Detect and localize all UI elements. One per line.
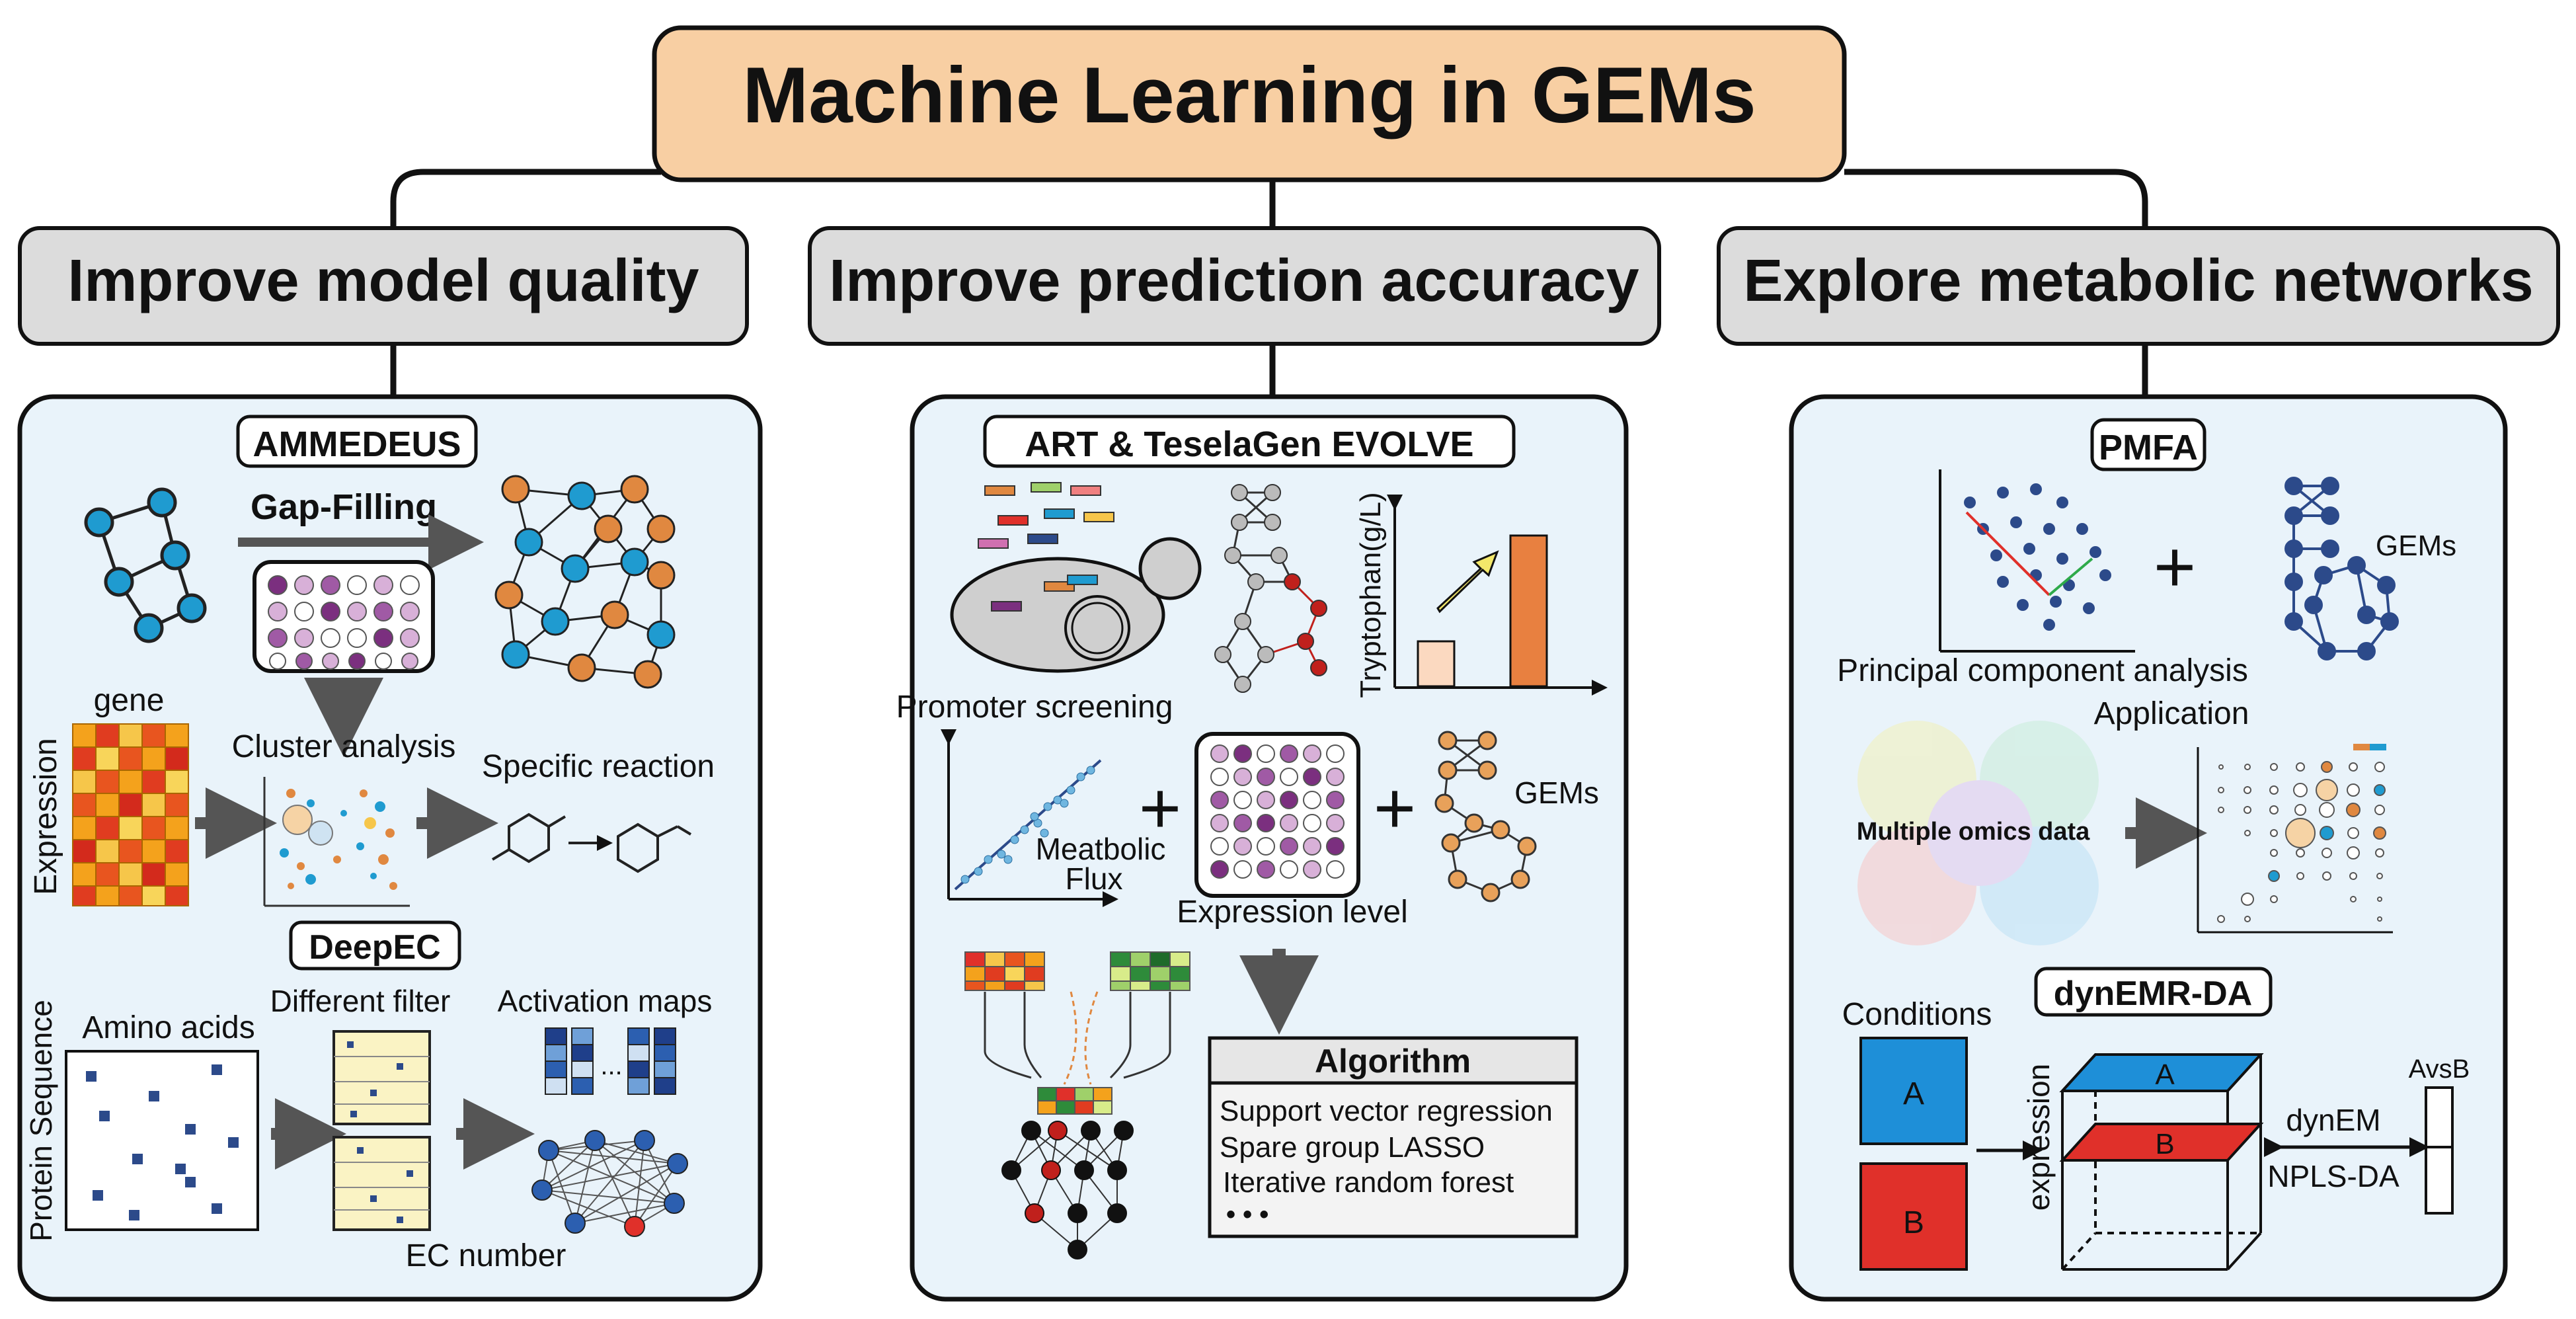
algorithm-item-1: Support vector regression (1220, 1095, 1553, 1127)
activation-maps (545, 1027, 676, 1095)
pmfa-text: PMFA (2099, 428, 2198, 467)
activation-ellipsis: ... (600, 1051, 622, 1080)
dynemr-label: dynEMR-DA (2034, 967, 2273, 1017)
avsb-label: AvsB (2409, 1055, 2470, 1084)
gems-label-3: GEMs (2376, 530, 2456, 562)
ammedeus-text: AMMEDEUS (253, 424, 461, 464)
expression-level-label: Expression level (1177, 895, 1408, 930)
correlation-matrix (2197, 744, 2393, 934)
cluster-plot (263, 777, 410, 907)
pathway-nodes (1214, 484, 1327, 693)
activation-maps-label: Activation maps (498, 984, 713, 1018)
expression-axis-label-3: expression (2021, 1064, 2056, 1211)
pca-label: Principal component analysis (1837, 653, 2248, 688)
neural-net-2-nodes (1001, 1121, 1134, 1259)
heading-text-3: Explore metabolic networks (1743, 248, 2533, 314)
cube-layer-a-text: A (2155, 1059, 2175, 1091)
condition-a-text: A (1903, 1076, 1924, 1111)
gene-label: gene (94, 683, 165, 718)
application-label: Application (2094, 696, 2249, 731)
cube-layer-b-text: B (2155, 1128, 2174, 1160)
nplsda-label: NPLS-DA (2267, 1159, 2400, 1193)
neural-net-1-nodes (531, 1130, 688, 1237)
page-title: Machine Learning in GEMs (742, 51, 1756, 140)
well-plate-2 (1194, 732, 1360, 898)
gem-network-blue (2284, 477, 2399, 660)
dashed-merge (1063, 991, 1099, 1085)
gem-network-orange (1434, 731, 1537, 902)
gap-filled-network (494, 475, 676, 689)
omics-venn (1857, 721, 2099, 945)
heading-text-1: Improve model quality (67, 248, 699, 314)
dynem-label: dynEM (2286, 1103, 2380, 1137)
art-text: ART & TeselaGen EVOLVE (1025, 424, 1473, 464)
small-network (84, 487, 207, 643)
tryptophan-chart (1387, 495, 1608, 696)
meatbolic-label: Meatbolic (1036, 832, 1166, 866)
branch-heading-2: Improve prediction accuracy (808, 226, 1661, 346)
algorithm-item-2: Spare group LASSO (1220, 1131, 1485, 1164)
promoter-screening-label: Promoter screening (896, 690, 1173, 725)
flux-scatter (941, 729, 1118, 907)
filter-boxes (332, 1030, 431, 1231)
input-connectors (984, 992, 1171, 1079)
branch-heading-1: Improve model quality (18, 226, 749, 346)
algorithm-item-3: Iterative random forest (1223, 1166, 1514, 1199)
well-plate-1 (253, 560, 435, 673)
tree-connectors (390, 169, 2148, 397)
ammedeus-label: AMMEDEUS (236, 415, 478, 468)
input-heatmaps (964, 951, 1190, 991)
art-label: ART & TeselaGen EVOLVE (983, 415, 1516, 468)
cluster-analysis-label: Cluster analysis (232, 729, 456, 764)
heading-text-2: Improve prediction accuracy (829, 248, 1639, 314)
algorithm-title: Algorithm (1315, 1043, 1471, 1080)
merged-heatmap (1037, 1087, 1112, 1115)
tryptophan-axis-label: Tryptophan(g/L) (1354, 492, 1387, 698)
branch-heading-3: Explore metabolic networks (1717, 226, 2560, 346)
reaction-molecules (491, 813, 692, 873)
protein-sequence-label: Protein Sequence (24, 1000, 58, 1242)
algorithm-box: Algorithm Support vector regression Spar… (1208, 1036, 1579, 1238)
deepec-label: DeepEC (289, 920, 461, 971)
dynemr-text: dynEMR-DA (2054, 975, 2252, 1013)
condition-b-text: B (1903, 1205, 1924, 1240)
amino-acid-matrix (65, 1050, 259, 1231)
different-filter-label: Different filter (270, 984, 451, 1018)
plus-sign-3: + (2154, 526, 2196, 608)
conditions-label: Conditions (1842, 997, 1992, 1032)
expression-heatmap (72, 723, 189, 906)
omics-label: Multiple omics data (1857, 818, 2090, 846)
deepec-text: DeepEC (309, 928, 440, 967)
expression-axis-label: Expression (28, 738, 63, 895)
yeast-cell (950, 537, 1202, 673)
pca-scatter (1939, 469, 2135, 653)
specific-reaction-label: Specific reaction (482, 749, 715, 784)
avsb-bar (2425, 1086, 2454, 1215)
promoter-fragments (978, 482, 1114, 612)
plus-sign-1: + (1139, 768, 1181, 849)
cube-layer-b (2059, 1123, 2264, 1162)
condition-b-square: B (1859, 1162, 1968, 1271)
gems-label-2: GEMs (1514, 776, 1599, 810)
gap-filling-label: Gap-Filling (251, 487, 437, 527)
pmfa-label: PMFA (2090, 418, 2206, 471)
algorithm-item-4: • • • (1226, 1200, 1268, 1229)
amino-acids-label: Amino acids (82, 1010, 254, 1045)
ec-number-label: EC number (406, 1238, 566, 1273)
flux-label: Flux (1066, 861, 1123, 896)
condition-a-square: A (1859, 1037, 1968, 1145)
title-box: Machine Learning in GEMs (652, 25, 1847, 182)
plus-sign-2: + (1374, 768, 1416, 849)
cube-layer-a (2059, 1053, 2264, 1092)
